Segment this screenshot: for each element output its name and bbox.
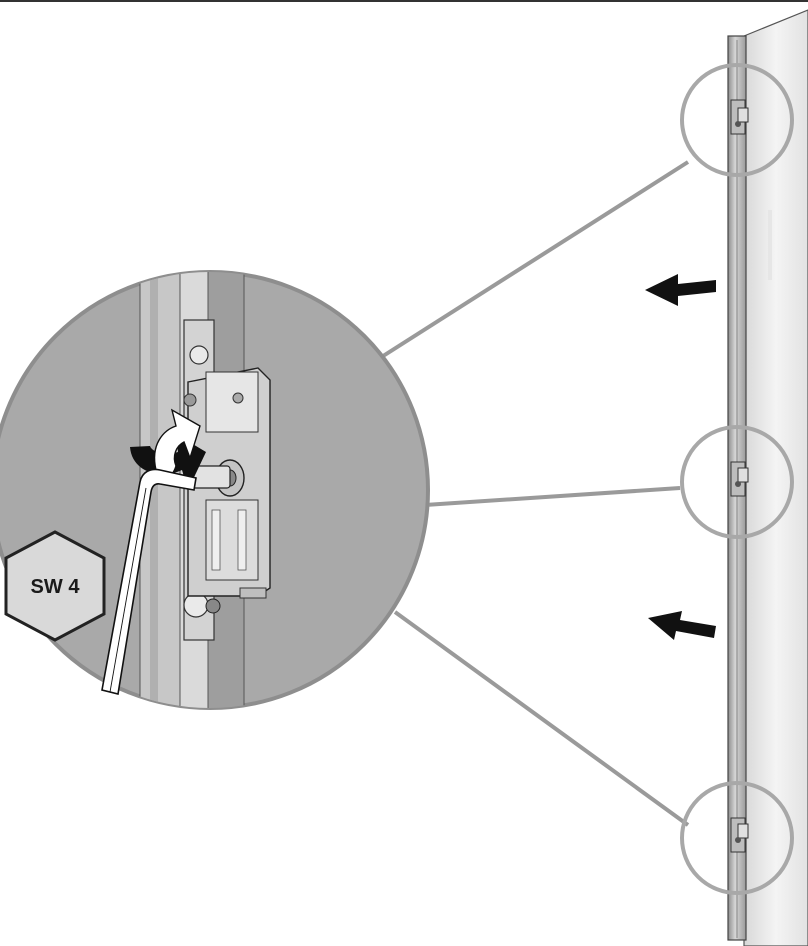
wrench-size-label: SW 4 [31,576,81,598]
allen-key-icon [101,468,197,695]
hinge-marker-middle [680,425,794,539]
door-panel [727,9,808,946]
wrench-size-badge: SW 4 [4,530,106,642]
arrow-left-icon [645,274,716,306]
arrow-left-icon [648,611,716,640]
detail-circle [0,270,430,710]
hinge-marker-bottom [680,781,794,895]
leader-lines [378,160,690,827]
hinge-marker-top [680,63,794,177]
